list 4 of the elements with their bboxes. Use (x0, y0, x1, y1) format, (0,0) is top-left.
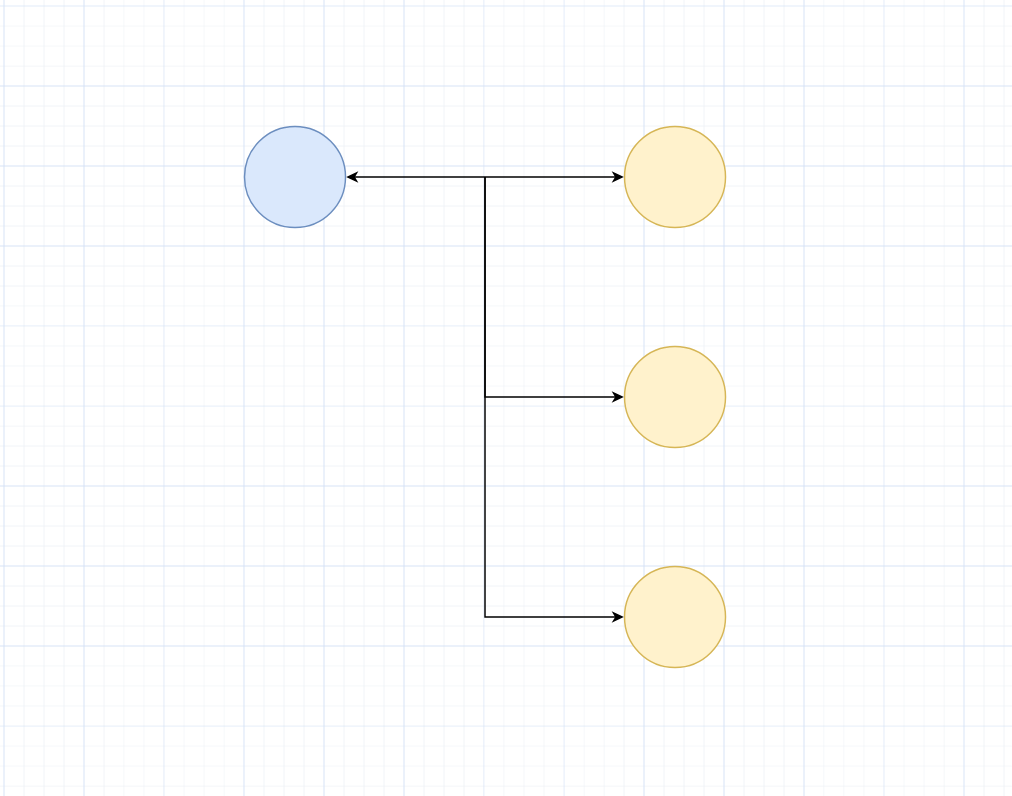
circle-shape (243, 125, 347, 229)
circle-shape (623, 125, 727, 229)
circle-shape (623, 345, 727, 449)
circle-shape (623, 565, 727, 669)
